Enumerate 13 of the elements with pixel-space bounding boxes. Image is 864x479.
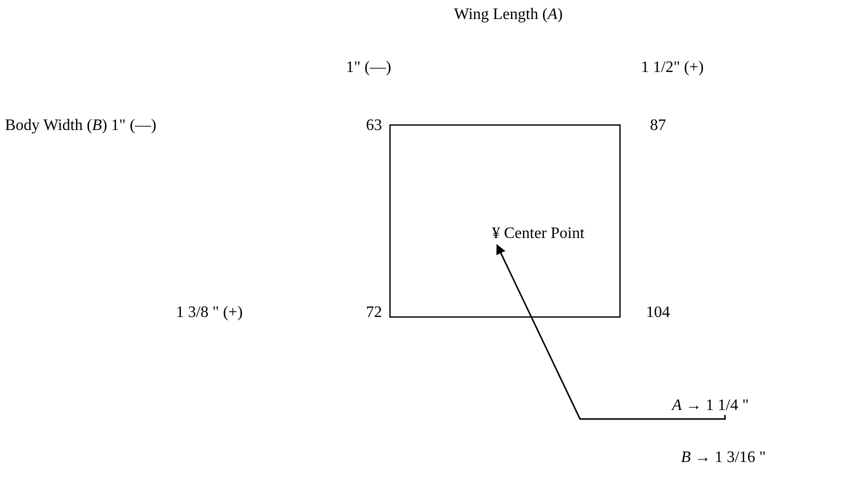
value-label: 63 [366, 117, 382, 135]
dimension-note: A → 1 1/4 " [672, 397, 749, 415]
level-label: 1 3/8 " (+) [176, 304, 243, 322]
value-label: 72 [366, 304, 382, 322]
leader-arrow [496, 244, 726, 420]
axis-title: Wing Length (A) [454, 6, 563, 24]
level-label: 1" (—) [346, 59, 392, 77]
value-label: 87 [650, 117, 666, 135]
dimension-note: B → 1 3/16 " [681, 449, 766, 467]
center-point-label: ¥ Center Point [492, 225, 584, 243]
axis-title: Body Width (B) 1" (—) [5, 117, 156, 135]
value-label: 104 [646, 304, 670, 322]
level-label: 1 1/2" (+) [641, 59, 704, 77]
